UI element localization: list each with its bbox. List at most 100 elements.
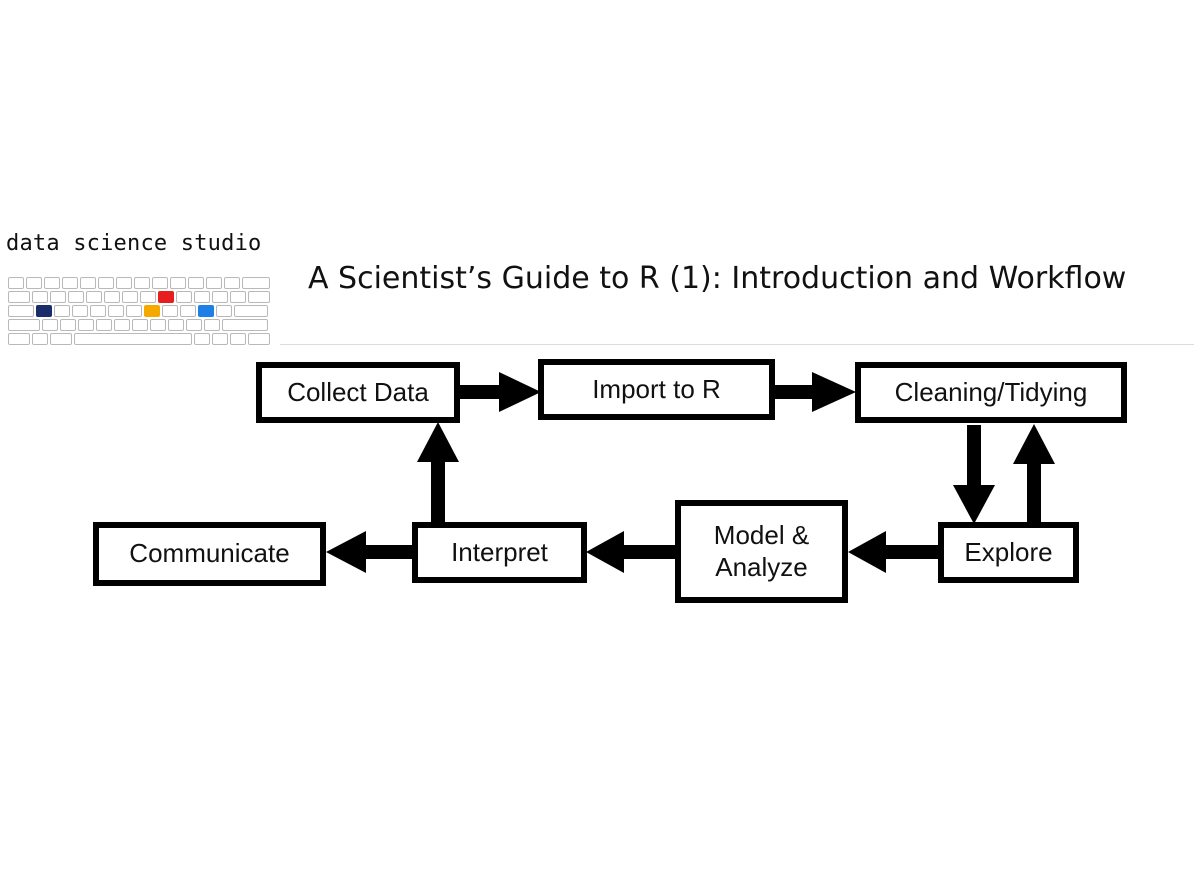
keyboard-key [204,319,220,331]
keyboard-key [194,333,210,345]
keyboard-key [80,277,96,289]
keyboard-key [162,305,178,317]
keyboard-key [216,305,232,317]
keyboard-key [108,305,124,317]
keyboard-key [144,305,160,317]
keyboard-key [212,333,228,345]
node-label: Collect Data [287,376,429,407]
keyboard-key [86,291,102,303]
node-collect-data: Collect Data [256,362,460,423]
arrow-collect-to-import-shaft [459,385,501,399]
keyboard-key [68,291,84,303]
keyboard-key [8,277,24,289]
keyboard-key [42,319,58,331]
header-divider [280,344,1194,345]
keyboard-key [224,277,240,289]
keyboard-key [242,277,270,289]
node-label: Model & [713,520,810,551]
keyboard-key [206,277,222,289]
arrow-import-to-cleaning-shaft [774,385,814,399]
keyboard-key [50,333,72,345]
node-label: Explore [964,536,1053,567]
keyboard-key [188,277,204,289]
keyboard-key [150,319,166,331]
keyboard-key [134,277,150,289]
node-label: Cleaning/Tidying [894,376,1088,407]
keyboard-key [90,305,106,317]
arrow-import-to-cleaning-head [812,372,856,412]
keyboard-row [8,291,276,303]
arrow-interpret-to-communicate-head [326,531,366,573]
keyboard-key [8,305,34,317]
keyboard-key [8,333,30,345]
node-explore: Explore [938,522,1079,583]
page-title: A Scientist’s Guide to R (1): Introducti… [308,261,1127,296]
arrow-explore-to-cleaning-head [1013,424,1055,464]
keyboard-key [60,319,76,331]
keyboard-key [176,291,192,303]
keyboard-key [78,319,94,331]
keyboard-key [234,305,268,317]
keyboard-key [50,291,66,303]
keyboard-key [158,291,174,303]
keyboard-key [26,277,42,289]
keyboard-key [96,319,112,331]
node-label: Communicate [129,538,290,569]
arrow-cleaning-to-explore-head [953,485,995,524]
keyboard-key [180,305,196,317]
keyboard-key [98,277,114,289]
keyboard-key [8,291,30,303]
keyboard-key [170,277,186,289]
keyboard-key [104,291,120,303]
keyboard-key [8,319,40,331]
arrow-explore-to-cleaning-shaft [1027,462,1041,524]
keyboard-key [74,333,192,345]
keyboard-row [8,305,276,317]
arrow-model-to-interpret-shaft [622,545,678,559]
keyboard-row [8,277,276,289]
keyboard-key [248,333,270,345]
keyboard-key [230,291,246,303]
keyboard-key [212,291,228,303]
keyboard-key [62,277,78,289]
keyboard-key [32,333,48,345]
arrow-explore-to-model-shaft [884,545,940,559]
keyboard-key [132,319,148,331]
keyboard-key [194,291,210,303]
keyboard-key [116,277,132,289]
node-label: Analyze [715,551,808,582]
keyboard-key [186,319,202,331]
keyboard-key [222,319,268,331]
keyboard-key [198,305,214,317]
node-interpret: Interpret [412,522,587,583]
node-model-analyze: Model & Analyze [675,500,848,603]
keyboard-key [126,305,142,317]
node-communicate: Communicate [93,522,326,586]
arrow-interpret-to-collect-head [417,422,459,462]
keyboard-key [114,319,130,331]
brand-name: data science studio [6,231,262,256]
arrow-collect-to-import-head [499,372,541,412]
keyboard-key [44,277,60,289]
keyboard-key [54,305,70,317]
keyboard-key [36,305,52,317]
keyboard-key [140,291,156,303]
node-label: Interpret [451,536,548,567]
node-label: Import to R [592,373,721,404]
keyboard-key [230,333,246,345]
keyboard-key [72,305,88,317]
arrow-explore-to-model-head [848,531,886,573]
keyboard-logo [8,277,276,347]
node-import-to-r: Import to R [538,359,775,420]
keyboard-key [248,291,270,303]
keyboard-row [8,333,276,345]
node-cleaning-tidying: Cleaning/Tidying [855,362,1127,423]
keyboard-key [168,319,184,331]
arrow-model-to-interpret-head [586,531,624,573]
arrow-interpret-to-communicate-shaft [364,545,414,559]
keyboard-row [8,319,276,331]
keyboard-key [32,291,48,303]
arrow-interpret-to-collect-shaft [431,460,445,524]
keyboard-key [152,277,168,289]
